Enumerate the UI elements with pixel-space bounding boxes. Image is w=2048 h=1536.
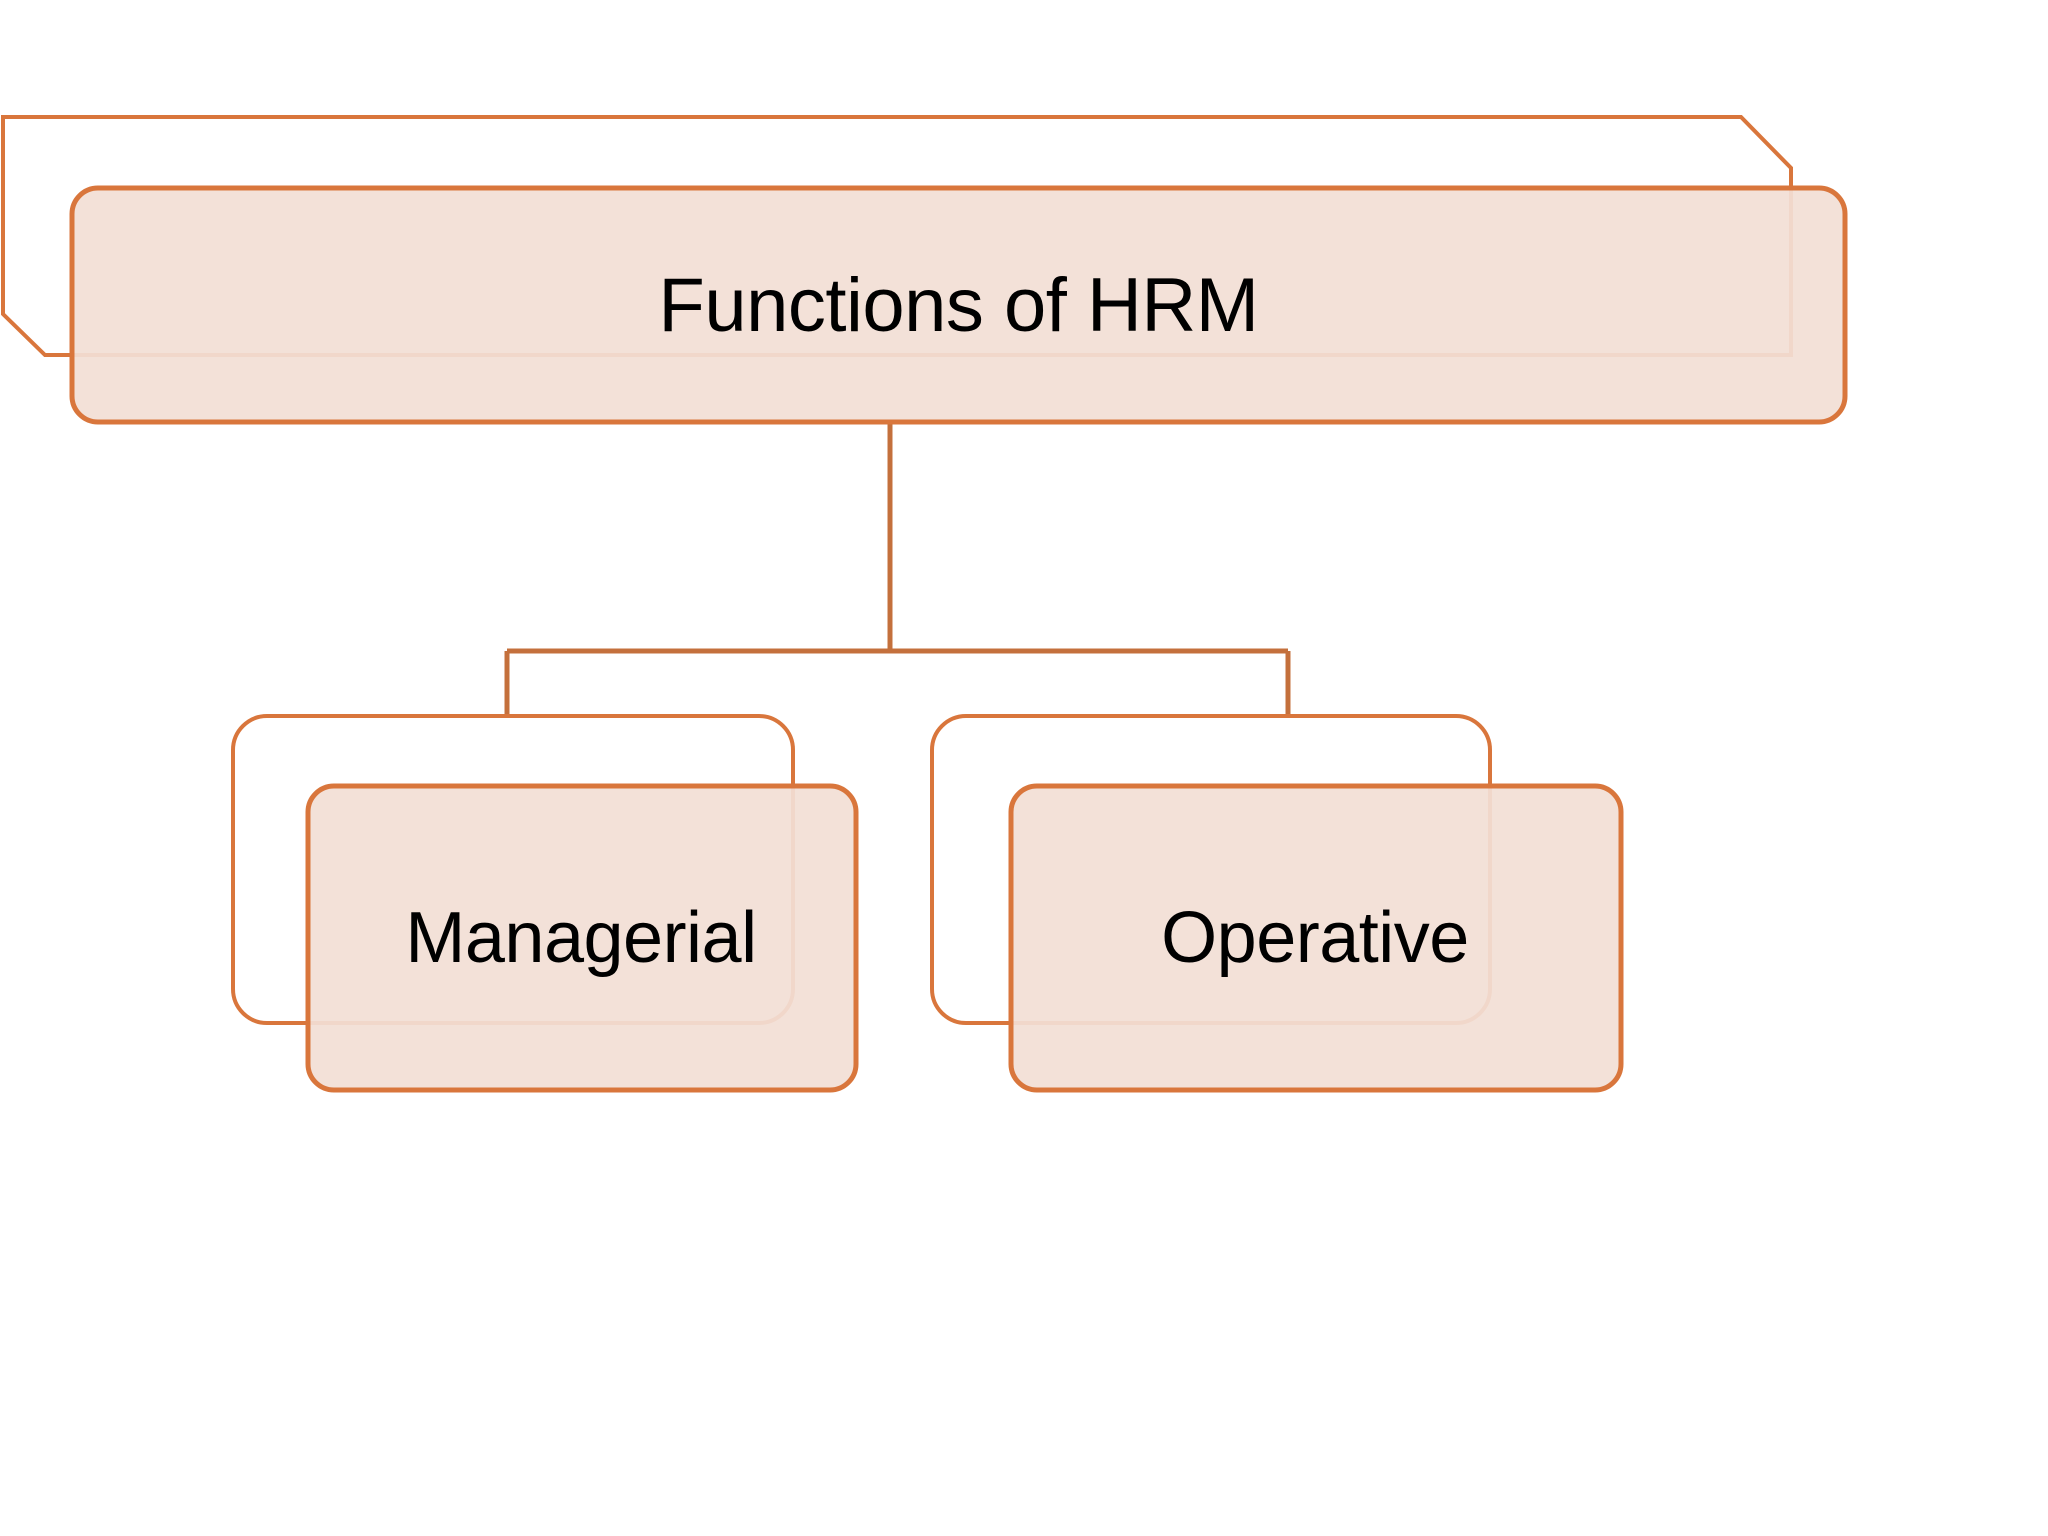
root-node-box[interactable]	[69, 185, 1848, 425]
operative-node-box[interactable]	[1008, 783, 1624, 1093]
managerial-node-box[interactable]	[305, 783, 859, 1093]
connector-lines	[504, 422, 1291, 717]
